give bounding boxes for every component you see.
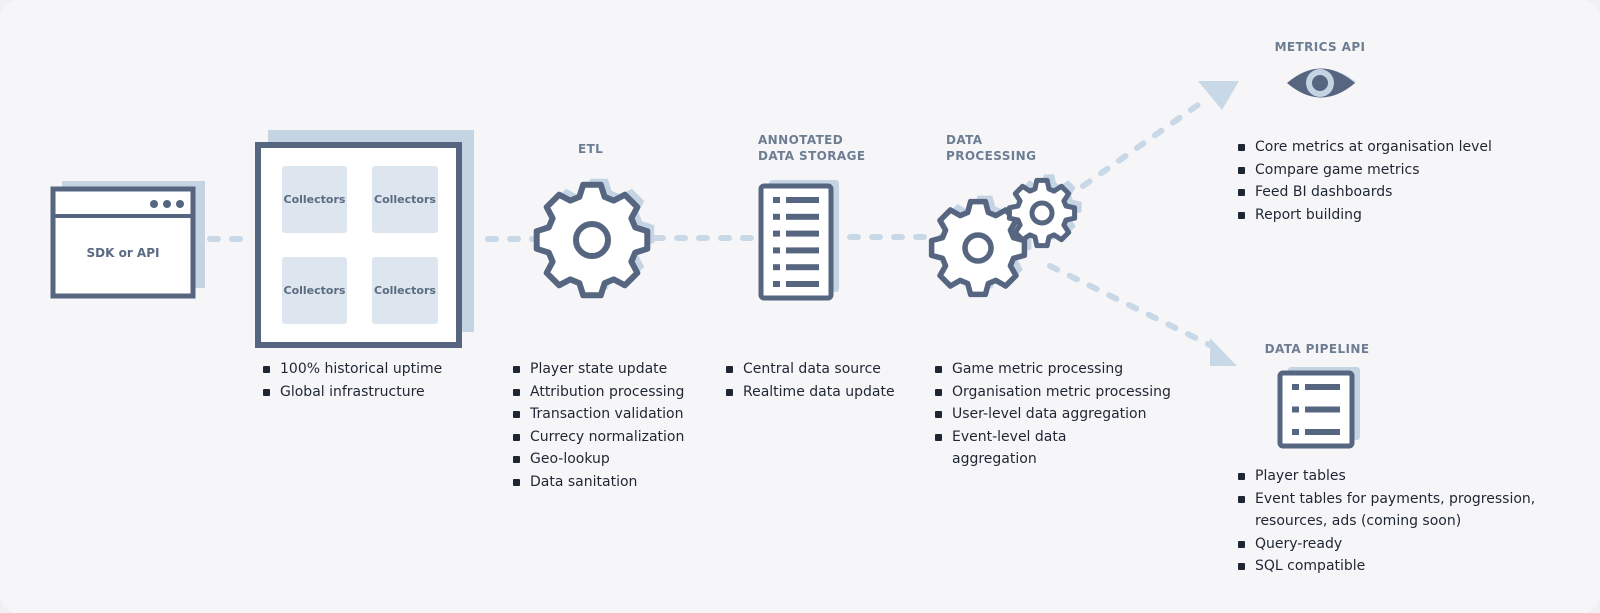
list-item: Report building <box>1238 204 1558 227</box>
list-item: Organisation metric processing <box>935 381 1185 404</box>
data-pipeline-title: DATA PIPELINE <box>1264 342 1370 356</box>
connectors <box>207 97 1213 348</box>
pipeline-document-icon <box>1277 367 1360 449</box>
storage-bullets: Central data source Realtime data update <box>726 358 916 403</box>
etl-bullets: Player state update Attribution processi… <box>513 358 713 493</box>
pipeline-bullets: Player tables Event tables for payments,… <box>1238 465 1568 578</box>
eye-icon <box>1287 68 1356 98</box>
list-item: Event-level data aggregation <box>935 426 1092 471</box>
list-item: Currecy normalization <box>513 426 713 449</box>
list-item: Data sanitation <box>513 471 713 494</box>
metrics-api-title: METRICS API <box>1274 40 1366 54</box>
metrics-api-bullets: Core metrics at organisation level Compa… <box>1238 136 1558 226</box>
etl-title: ETL <box>578 142 604 156</box>
sdk-label: SDK or API <box>86 246 160 260</box>
list-item: Compare game metrics <box>1238 159 1558 182</box>
list-item: Global infrastructure <box>263 381 483 404</box>
list-item: Attribution processing <box>513 381 713 404</box>
collector-tile-label: Collectors <box>374 193 436 206</box>
list-item: Feed BI dashboards <box>1238 181 1558 204</box>
list-item: Player state update <box>513 358 713 381</box>
list-item: Game metric processing <box>935 358 1185 381</box>
list-item: Event tables for payments, progression, … <box>1238 488 1555 533</box>
collector-tile-label: Collectors <box>283 284 346 297</box>
arrow-head-data-pipeline <box>1210 338 1237 366</box>
processing-title: DATA PROCESSING <box>946 133 1037 163</box>
list-item: SQL compatible <box>1238 555 1568 578</box>
collector-tile-label: Collectors <box>283 193 346 206</box>
collector-tile-label: Collectors <box>374 284 436 297</box>
collectors-frame <box>255 130 474 348</box>
etl-gear-icon <box>533 178 655 299</box>
list-item: Transaction validation <box>513 403 713 426</box>
storage-title: ANNOTATED DATA STORAGE <box>758 133 866 163</box>
processing-bullets: Game metric processing Organisation metr… <box>935 358 1185 471</box>
list-item: User-level data aggregation <box>935 403 1185 426</box>
list-item: Query-ready <box>1238 533 1568 556</box>
collectors-bullets: 100% historical uptime Global infrastruc… <box>263 358 483 403</box>
arrow-head-metrics-api <box>1198 81 1239 110</box>
list-item: Central data source <box>726 358 916 381</box>
connector-to-metrics-api <box>1080 97 1208 189</box>
storage-document-icon <box>758 180 839 301</box>
list-item: 100% historical uptime <box>263 358 483 381</box>
list-item: Core metrics at organisation level <box>1238 136 1558 159</box>
list-item: Realtime data update <box>726 381 916 404</box>
sdk-window-icon <box>50 181 205 299</box>
list-item: Player tables <box>1238 465 1568 488</box>
processing-gear-small-icon <box>1006 174 1082 249</box>
list-item: Geo-lookup <box>513 448 713 471</box>
connector-to-data-pipeline <box>1047 263 1213 348</box>
